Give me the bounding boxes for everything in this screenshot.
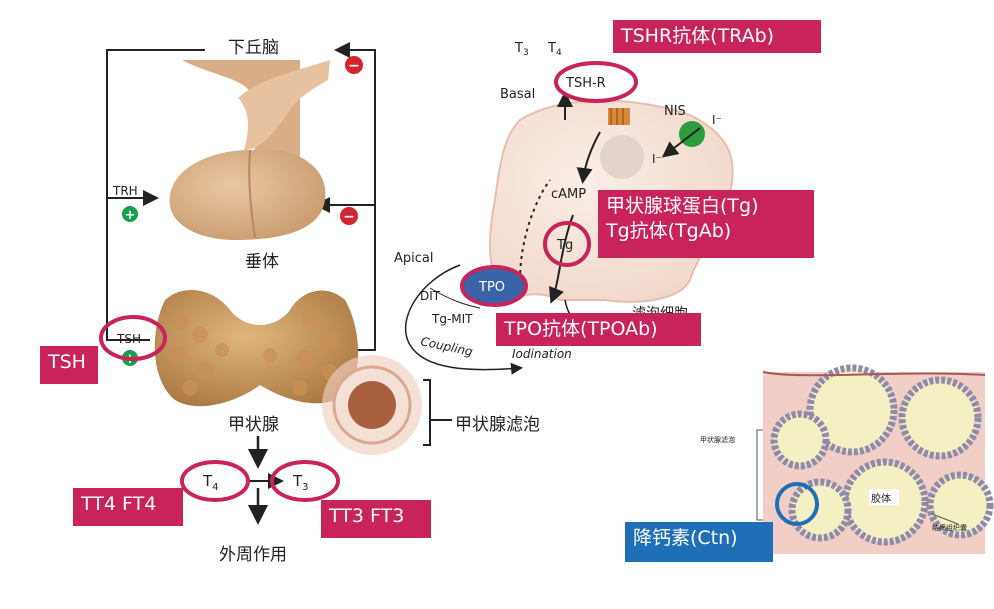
- thyroglobulin-line2: Tg抗体(TgAb): [606, 219, 732, 242]
- hypothalamus-label: 下丘脑: [228, 38, 279, 58]
- cell-t3-label: T3: [514, 41, 529, 58]
- iodide-label-2: I⁻: [652, 152, 662, 166]
- t4-highlight-circle: [180, 460, 250, 502]
- nis-label: NIS: [664, 104, 686, 119]
- tg-mit-label: Tg-MIT: [431, 312, 473, 326]
- iodination-label: Iodination: [512, 347, 572, 361]
- tsh-tag: TSH: [40, 346, 98, 384]
- tsh-circle-label: TSH: [116, 332, 141, 346]
- conversion-arrows: [248, 436, 284, 525]
- peripheral-action-label: 外周作用: [219, 545, 287, 565]
- tt4-ft4-tag: TT4 FT4: [73, 488, 183, 526]
- minus-sign-2: −: [343, 209, 355, 225]
- tsh-highlight-circle: [99, 315, 167, 361]
- tsh-r-highlight-circle: [554, 61, 638, 103]
- colloid-label: 胶体: [871, 492, 891, 505]
- calcitonin-tag: 降钙素(Ctn): [625, 522, 773, 562]
- tpo-highlight-circle: [460, 265, 528, 307]
- thyroid-gland-illustration: [154, 289, 359, 407]
- tsh-r-label: TSH-R: [565, 76, 606, 91]
- minus-sign-1: −: [348, 58, 360, 74]
- feedback-loop-lines: [106, 42, 376, 351]
- iodide-label-1: I⁻: [712, 113, 722, 127]
- camp-label: cAMP: [551, 187, 586, 202]
- trh-label: TRH: [112, 184, 138, 198]
- thyroglobulin-tag: 甲状腺球蛋白(Tg) Tg抗体(TgAb): [598, 190, 814, 258]
- dit-label: DIT: [420, 289, 441, 303]
- tt3-ft3-tag: TT3 FT3: [321, 500, 431, 538]
- thyroid-label: 甲状腺: [228, 415, 279, 435]
- histology-illustration: [756, 364, 994, 554]
- thyroid-follicle-label: 甲状腺滤泡: [455, 415, 540, 435]
- tg-label: Tg: [556, 238, 573, 253]
- tpo-label: TPO: [478, 280, 505, 295]
- tg-highlight-circle: [543, 221, 591, 267]
- connective-capsule-label: 结缔组织囊: [932, 523, 967, 532]
- t3-conversion: T3: [292, 472, 309, 493]
- follicle-illustration: [322, 355, 452, 455]
- tshr-antibody-tag: TSHR抗体(TRAb): [613, 20, 821, 53]
- histology-follicle-label: 甲状腺滤泡: [700, 435, 735, 444]
- apical-label: Apical: [394, 251, 433, 266]
- cell-t4-label: T4: [547, 41, 562, 58]
- t4-conversion: T4: [202, 472, 219, 493]
- hypothalamus-pituitary-illustration: [169, 60, 330, 240]
- pituitary-label: 垂体: [245, 252, 279, 272]
- plus-sign-1: +: [125, 208, 136, 223]
- thyroglobulin-line1: 甲状腺球蛋白(Tg): [606, 195, 759, 217]
- t3-highlight-circle: [270, 460, 340, 502]
- parafollicular-highlight-circle: [775, 482, 819, 526]
- colloid-label-bg: [869, 489, 899, 505]
- basal-label: Basal: [500, 87, 535, 102]
- coupling-label: Coupling: [419, 334, 474, 359]
- tpo-antibody-tag: TPO抗体(TPOAb): [496, 313, 701, 346]
